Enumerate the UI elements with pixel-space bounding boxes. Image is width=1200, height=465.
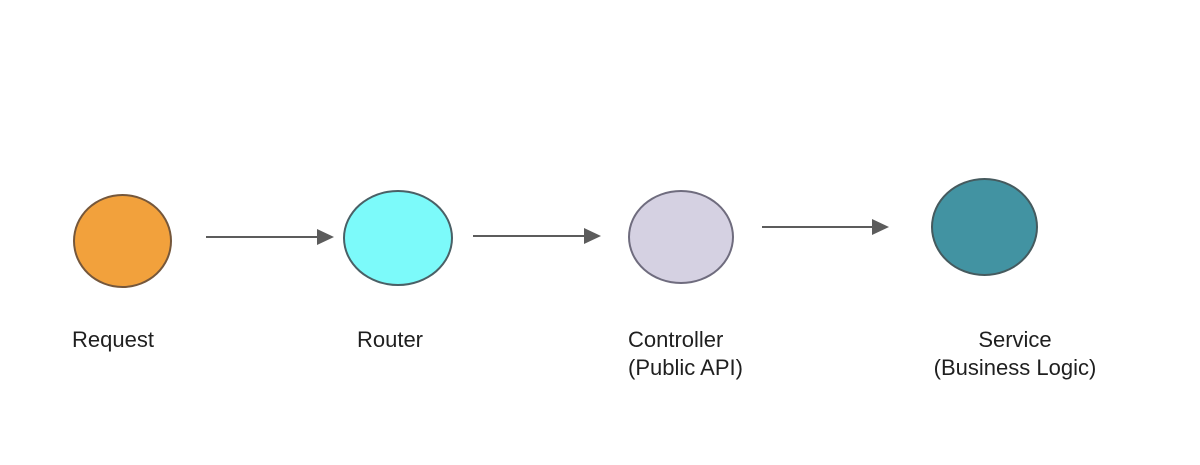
arrow-shaft [206, 236, 319, 238]
label-line: Controller [628, 327, 724, 352]
controller-node-circle [628, 190, 734, 284]
service-node-label: Service (Business Logic) [925, 326, 1105, 382]
service-node-circle [931, 178, 1038, 276]
label-line: Router [356, 327, 424, 352]
arrowhead-icon [872, 219, 889, 235]
router-node-circle [343, 190, 453, 286]
controller-node-label: Controller (Public API) [628, 326, 743, 382]
arrowhead-icon [317, 229, 334, 245]
request-node-label: Request [33, 326, 193, 354]
arrow-router-to-controller [473, 228, 601, 244]
arrowhead-icon [584, 228, 601, 244]
arrow-shaft [762, 226, 874, 228]
label-line: (Business Logic) [933, 355, 1097, 380]
arrow-shaft [473, 235, 586, 237]
label-line: (Public API) [628, 355, 743, 380]
arrow-request-to-router [206, 229, 334, 245]
request-node-circle [73, 194, 172, 288]
arrow-controller-to-service [762, 219, 889, 235]
router-node-label: Router [310, 326, 470, 354]
label-line: Service [978, 327, 1052, 352]
label-line: Request [72, 327, 154, 352]
